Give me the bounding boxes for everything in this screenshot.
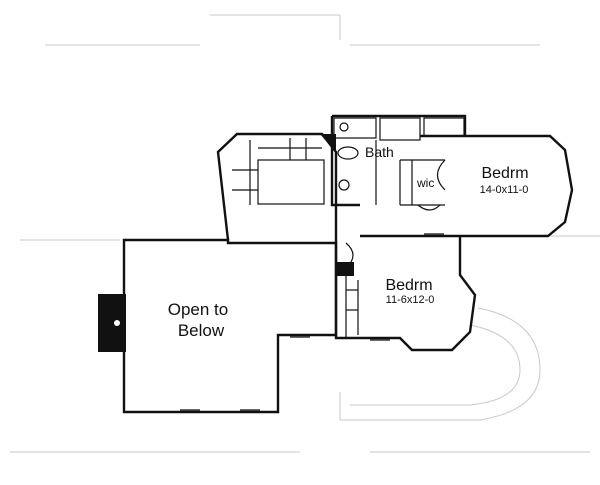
faint-guide-lines [10, 14, 600, 453]
room-size-bedroom-2: 11-6x12-0 [386, 294, 435, 306]
room-name-bedroom-1: Bedrm [481, 165, 528, 182]
label-wic: wic [416, 176, 434, 190]
fireplace [98, 294, 126, 352]
interior-walls [180, 117, 465, 411]
label-open-to-below-line1: Open to [168, 300, 229, 319]
room-name-bedroom-2: Bedrm [385, 277, 432, 294]
label-open-to-below-line2: Below [178, 321, 225, 340]
structural-column [336, 262, 354, 276]
room-size-bedroom-1: 14-0x11-0 [480, 184, 529, 196]
label-bath: Bath [365, 144, 394, 160]
fireplace-flue-icon [114, 320, 120, 326]
wall-chase [320, 134, 336, 152]
